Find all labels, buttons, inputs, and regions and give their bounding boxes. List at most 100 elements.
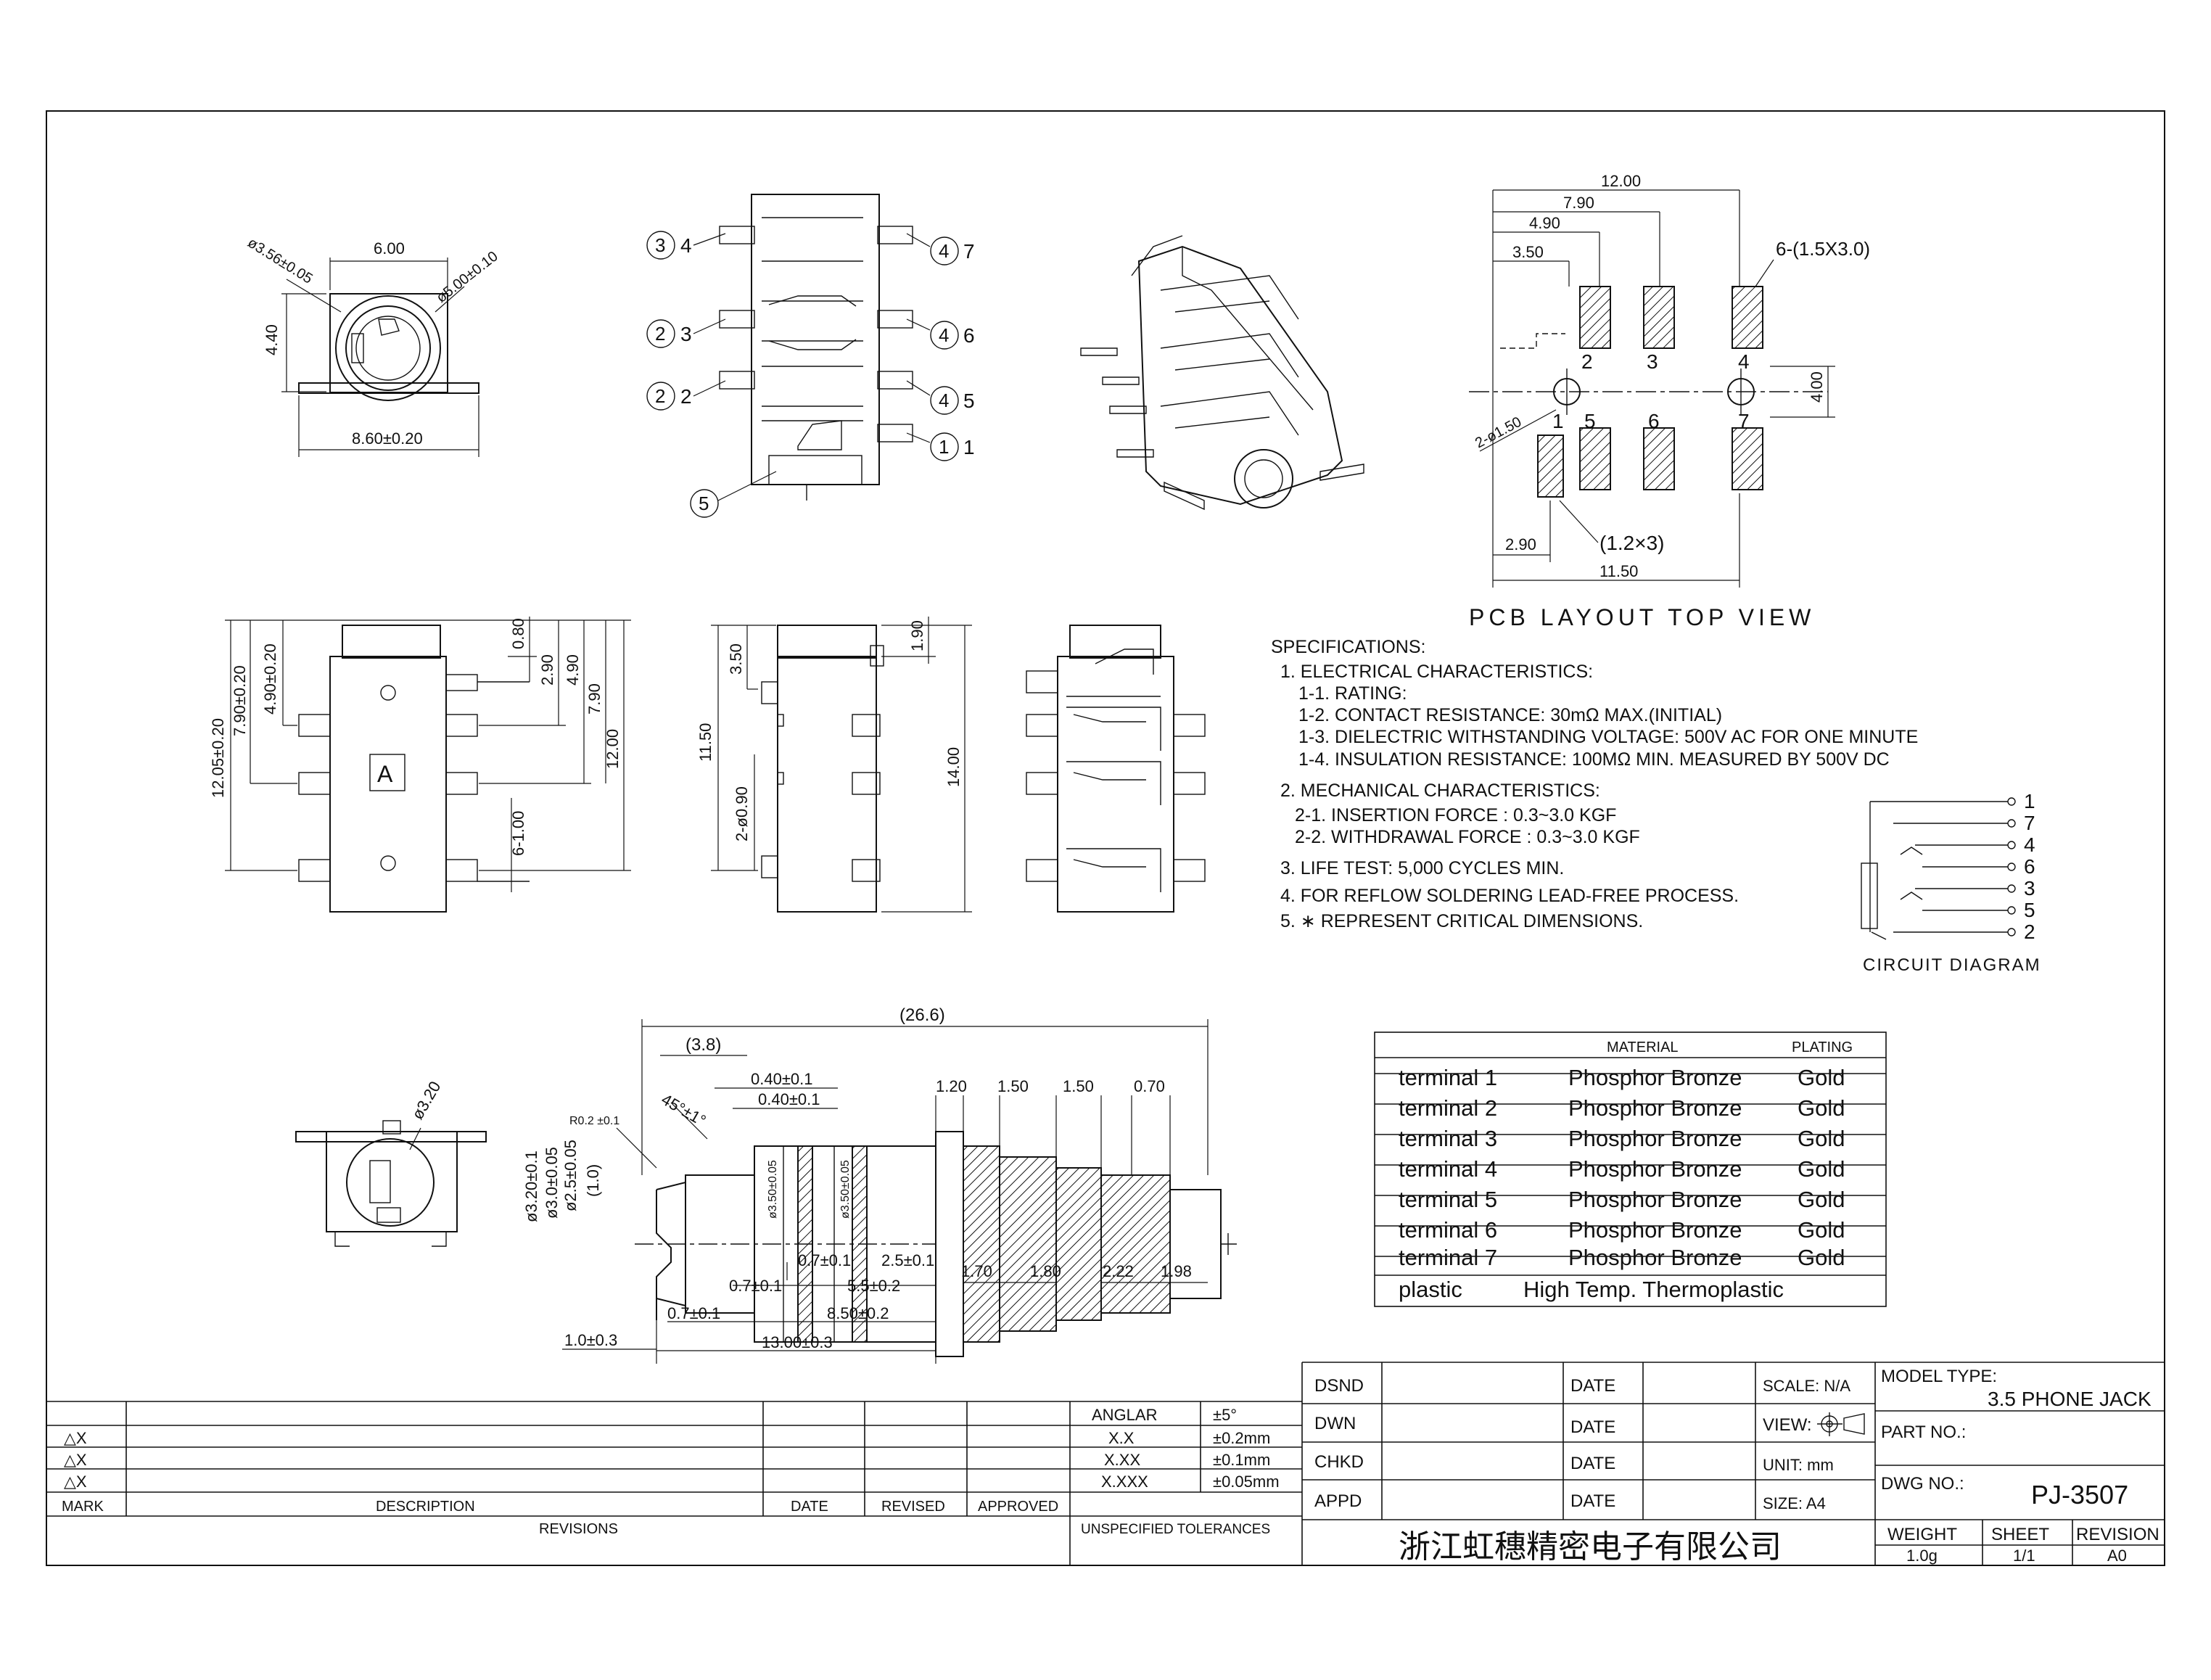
pcb-label-top-0: 2 — [1581, 350, 1593, 373]
appr-row-2: CHKD — [1314, 1452, 1364, 1472]
pcb-dim-3: 3.50 — [1512, 243, 1544, 261]
mat-row-0-plating: Gold — [1798, 1065, 1845, 1090]
plug-dia-5: ø3.50±0.05 — [839, 1160, 852, 1219]
side-mid-dim-4: 14.00 — [944, 747, 963, 787]
pcb-caption: PCB LAYOUT TOP VIEW — [1469, 604, 1815, 630]
plug-dia-2: ø2.5±0.05 — [561, 1140, 580, 1211]
rev-footer: REVISIONS — [539, 1521, 618, 1537]
model-type-label: MODEL TYPE: — [1881, 1367, 1997, 1386]
mat-row-5-material: Phosphor Bronze — [1568, 1217, 1742, 1243]
side-mid-dim-0: 3.50 — [727, 643, 745, 675]
title-block: △X △X △X MARK DESCRIPTION DATE REVISED A… — [46, 1362, 2165, 1565]
pin-right-label-2: 5 — [963, 390, 975, 412]
rev-col-date: DATE — [791, 1499, 828, 1515]
pcb-pad-6 — [1643, 427, 1675, 490]
plug-dim-bottom-5: 8.50±0.2 — [827, 1304, 889, 1322]
plug-dia-4: ø3.50±0.05 — [767, 1160, 779, 1219]
revision-value: A0 — [2107, 1547, 2127, 1565]
rev-col-revised: REVISED — [881, 1499, 945, 1515]
spec-line-5: 2. MECHANICAL CHARACTERISTICS: — [1280, 781, 1600, 801]
plug-dim-total: (26.6) — [899, 1005, 945, 1025]
tol-footer: UNSPECIFIED TOLERANCES — [1081, 1522, 1270, 1537]
plug-dim-bottom-9: 1.80 — [1030, 1262, 1061, 1280]
pin-right-label-1: 6 — [963, 324, 975, 347]
pcb-pad-3 — [1643, 286, 1675, 349]
mat-row-0-material: Phosphor Bronze — [1568, 1065, 1742, 1090]
pcb-label-bottom-1: 5 — [1584, 410, 1596, 432]
mat-row-2-material: Phosphor Bronze — [1568, 1126, 1742, 1151]
plug-end-view: ø3.20 — [295, 1078, 487, 1247]
mat-row-1-plating: Gold — [1798, 1095, 1845, 1121]
plug-dim-bottom-8: 1.70 — [961, 1262, 992, 1280]
plug-dim-top-0: 0.40±0.1 — [751, 1070, 812, 1088]
circuit-caption: CIRCUIT DIAGRAM — [1863, 955, 2041, 975]
plug-dim-bottom-10: 2.22 — [1103, 1262, 1134, 1280]
sheet-label: SHEET — [1991, 1525, 2049, 1544]
pcb-dim-side: 4.00 — [1808, 371, 1826, 403]
tol-key-1: X.X — [1108, 1429, 1135, 1447]
plug-dim-top-2: 1.20 — [936, 1077, 967, 1095]
circuit-pin-2: 4 — [2024, 833, 2035, 856]
spec-line-7: 2-2. WITHDRAWAL FORCE : 0.3~3.0 KGF — [1295, 827, 1640, 847]
mat-row-1-part: terminal 2 — [1399, 1095, 1497, 1121]
plug-dim-bottom-11: 1.98 — [1161, 1262, 1192, 1280]
rev-mark-1: △X — [64, 1451, 87, 1469]
side-left-dim-4: 2.90 — [538, 654, 556, 685]
appr-unit: UNIT: mm — [1763, 1456, 1834, 1474]
plug-dim-top-5: 0.70 — [1134, 1077, 1165, 1095]
side-left-dim-6: 7.90 — [585, 683, 604, 715]
pcb-dim-2: 4.90 — [1529, 214, 1560, 232]
plug-dia-1: ø3.0±0.05 — [543, 1147, 561, 1219]
mat-row-6-material: Phosphor Bronze — [1568, 1245, 1742, 1270]
tol-val-1: ±0.2mm — [1213, 1429, 1270, 1447]
rev-col-description: DESCRIPTION — [376, 1499, 475, 1515]
pin-left-num-2: 2 — [655, 385, 665, 407]
rev-mark-2: △X — [64, 1473, 87, 1491]
mat-row-0-part: terminal 1 — [1399, 1065, 1497, 1090]
spec-line-0: 1. ELECTRICAL CHARACTERISTICS: — [1280, 662, 1593, 682]
side-left-dim-7: 12.00 — [604, 729, 622, 769]
pin-left-label-1: 3 — [680, 323, 692, 345]
pin-bottom-num: 5 — [699, 493, 709, 514]
pcb-label-top-2: 4 — [1738, 350, 1750, 373]
bottom-view — [1026, 625, 1206, 913]
side-left-dim-1: 7.90±0.20 — [231, 665, 249, 736]
side-left-dim-5: 4.90 — [564, 654, 582, 685]
pin-right-num-1: 4 — [939, 324, 949, 346]
side-left-dim-2: 4.90±0.20 — [261, 643, 279, 715]
pcb-pad-2 — [1579, 286, 1611, 349]
mat-row-2-part: terminal 3 — [1399, 1126, 1497, 1151]
pcb-pad-small-note: (1.2×3) — [1599, 532, 1665, 554]
mat-row-4-material: Phosphor Bronze — [1568, 1187, 1742, 1212]
tol-val-2: ±0.1mm — [1213, 1451, 1270, 1469]
appr-row-0: DSND — [1314, 1376, 1364, 1396]
pin-left-label-0: 4 — [680, 234, 692, 257]
pcb-dim-1: 7.90 — [1563, 194, 1594, 212]
pin-left-label-2: 2 — [680, 385, 692, 408]
circuit-pin-1: 7 — [2024, 812, 2035, 834]
spec-line-6: 2-1. INSERTION FORCE : 0.3~3.0 KGF — [1295, 805, 1616, 825]
circuit-pin-4: 3 — [2024, 877, 2035, 899]
pcb-label-bottom-3: 7 — [1738, 410, 1750, 432]
pcb-dim-bottom-1: 11.50 — [1599, 562, 1638, 580]
dwg-no-label: DWG NO.: — [1881, 1474, 1964, 1494]
isometric-view — [1080, 235, 1364, 511]
dim-front-hole-small: ø3.56±0.05 — [244, 235, 315, 287]
spec-line-9: 4. FOR REFLOW SOLDERING LEAD-FREE PROCES… — [1280, 886, 1739, 906]
mat-row-5-part: terminal 6 — [1399, 1217, 1497, 1243]
rev-mark-0: △X — [64, 1429, 87, 1447]
weight-value: 1.0g — [1906, 1547, 1938, 1565]
side-left-dim-0: 12.05±0.20 — [209, 718, 227, 798]
pcb-dim-0: 12.00 — [1601, 172, 1641, 190]
pcb-hole-note: 2-ø1.50 — [1473, 414, 1524, 452]
dwg-no-value: PJ-3507 — [2031, 1480, 2128, 1510]
dim-front-base: 8.60±0.20 — [352, 429, 423, 448]
appr-scale: SCALE: N/A — [1763, 1377, 1850, 1395]
specifications: SPECIFICATIONS: 1. ELECTRICAL CHARACTERI… — [1271, 637, 1918, 931]
spec-line-2: 1-2. CONTACT RESISTANCE: 30mΩ MAX.(INITI… — [1298, 705, 1722, 725]
tol-val-3: ±0.05mm — [1213, 1473, 1280, 1491]
pcb-dim-bottom-0: 2.90 — [1505, 535, 1536, 553]
mat-row-4-plating: Gold — [1798, 1187, 1845, 1212]
mat-row-3-plating: Gold — [1798, 1156, 1845, 1182]
